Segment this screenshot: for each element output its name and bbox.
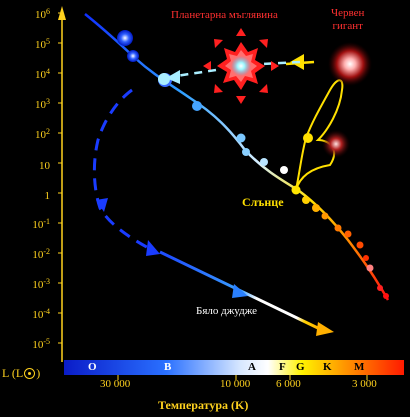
y-tick-1e1: 10 xyxy=(39,160,50,172)
red-giant-to-nebula-arrow xyxy=(261,54,315,70)
arrow-right-icon xyxy=(316,322,334,336)
red-giant-label: Червен гигант xyxy=(331,7,364,33)
star-g-type xyxy=(302,196,310,204)
star-m-type xyxy=(366,264,374,272)
spectral-class-o: O xyxy=(88,361,97,373)
star-b-type xyxy=(192,101,202,111)
y-tick-1e4: 104 xyxy=(35,67,50,81)
star-b-type xyxy=(236,133,246,143)
spectral-class-k: K xyxy=(323,361,332,373)
temp-tick-10000: 10 000 xyxy=(220,378,251,390)
spectral-color-bar xyxy=(64,360,404,375)
y-tick-1e-3: 10-3 xyxy=(32,277,50,291)
star-o-type xyxy=(117,30,133,46)
star-f-type xyxy=(280,166,288,174)
sun-symbol-icon xyxy=(24,368,36,379)
star-a-type xyxy=(260,158,268,166)
red-giant-star xyxy=(328,42,372,86)
star-a-type xyxy=(242,148,250,156)
spectral-class-g: G xyxy=(296,361,305,373)
tick-marks xyxy=(58,12,62,344)
main-sequence-stars xyxy=(117,30,389,299)
y-axis xyxy=(58,6,66,362)
temperature-tick-marks xyxy=(117,375,368,380)
y-tick-1e-2: 10-2 xyxy=(32,247,50,261)
sun-label: Слънце xyxy=(242,195,284,209)
planetary-nebula xyxy=(203,28,279,104)
red-giant-label-line1: Червен xyxy=(331,7,365,19)
star-m-type xyxy=(344,230,352,238)
star-k-type xyxy=(334,224,342,232)
arrow-right-icon xyxy=(146,240,160,256)
spectral-class-f: F xyxy=(279,361,286,373)
red-giant-small-star xyxy=(322,130,350,158)
arrow-right-icon xyxy=(232,284,248,298)
y-tick-1e-1: 10-1 xyxy=(32,217,50,231)
y-tick-1e3: 103 xyxy=(35,97,50,111)
star-m-type xyxy=(383,293,389,299)
star-k-type xyxy=(312,204,320,212)
arrow-down-icon xyxy=(96,198,108,212)
x-axis-label: Температура (K) xyxy=(158,398,249,412)
sun-track-star xyxy=(303,133,313,143)
y-tick-1e6: 106 xyxy=(35,7,50,21)
star-m-type xyxy=(356,241,364,249)
cooling-track-dashed xyxy=(92,88,153,252)
red-giant-label-line2: гигант xyxy=(332,20,363,32)
y-tick-1e-4: 10-4 xyxy=(32,307,50,321)
nebula-ray-icons xyxy=(203,28,279,104)
y-tick-1: 1 xyxy=(44,190,51,202)
temp-tick-3000: 3 000 xyxy=(352,378,377,390)
temp-tick-6000: 6 000 xyxy=(276,378,301,390)
spectral-class-m: M xyxy=(354,361,365,373)
spectral-class-a: A xyxy=(248,361,256,373)
nebula-to-core-arrow xyxy=(158,68,217,85)
y-tick-1e-5: 10-5 xyxy=(32,337,50,351)
star-m-type xyxy=(363,255,369,261)
white-dwarf-label: Бяло джудже xyxy=(196,305,258,317)
y-tick-1e2: 102 xyxy=(35,127,50,141)
y-tick-1e5: 105 xyxy=(35,37,50,51)
star-m-type xyxy=(377,285,383,291)
star-o-type xyxy=(127,50,139,62)
y-axis-label: L (L) xyxy=(2,366,41,380)
temp-tick-30000: 30 000 xyxy=(100,378,131,390)
spectral-class-b: B xyxy=(164,361,172,373)
planetary-nebula-label: Планетарна мъглявина xyxy=(171,9,278,21)
star-k-type xyxy=(321,212,329,220)
arrow-left-icon xyxy=(166,70,180,84)
